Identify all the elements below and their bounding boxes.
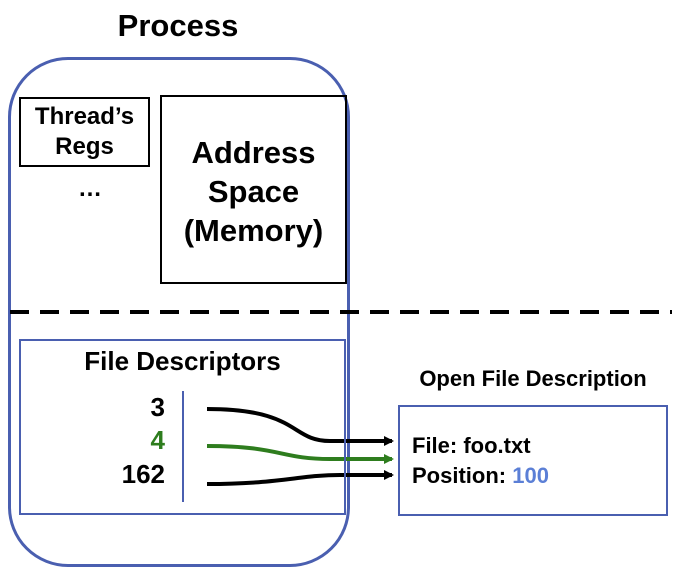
- fd-item-3: 3: [150, 392, 165, 422]
- file-descriptors-title: File Descriptors: [84, 346, 281, 376]
- threads-ellipsis: …: [78, 175, 102, 202]
- thread-regs-box: Thread’s Regs: [19, 97, 150, 167]
- address-space-line2: Space: [207, 174, 300, 209]
- arrow-fd-162: [206, 470, 394, 486]
- open-file-description-box: [398, 405, 668, 516]
- file-descriptors-box: [19, 339, 346, 515]
- process-title: Process: [117, 8, 239, 43]
- open-file-description-title: Open File Description: [419, 366, 647, 391]
- ofd-position-value: 100: [512, 463, 549, 488]
- ofd-position-label: Position:: [412, 463, 513, 488]
- fd-item-162: 162: [121, 459, 165, 489]
- address-space-line3: (Memory): [183, 213, 324, 248]
- address-space-box: Address Space (Memory): [160, 95, 347, 284]
- arrow-fd-3: [206, 407, 394, 446]
- arrow-fd-4: [206, 444, 394, 464]
- ofd-position-line: Position: 100: [412, 462, 549, 490]
- ofd-file-label: File: foo.txt: [412, 433, 531, 458]
- fd-item-4: 4: [150, 425, 165, 455]
- thread-regs-label-line2: Regs: [55, 133, 114, 160]
- address-space-line1: Address: [191, 135, 316, 170]
- thread-regs-label-line1: Thread’s: [34, 103, 135, 130]
